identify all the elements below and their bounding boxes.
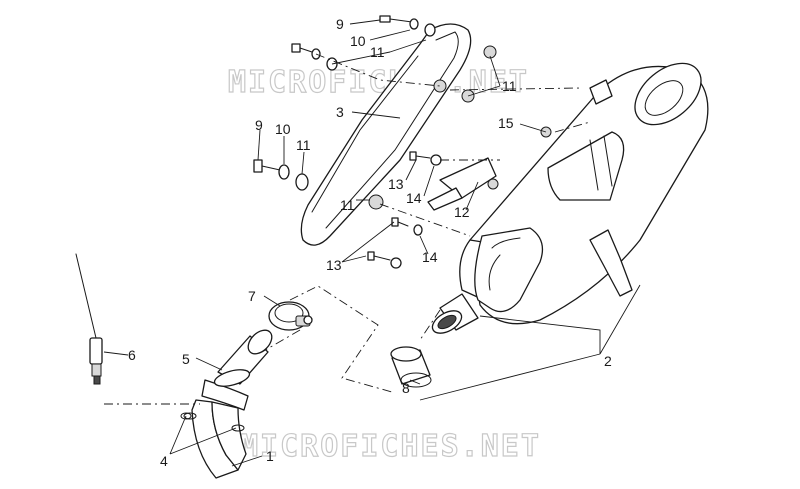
sensor-part[interactable] <box>75 253 103 385</box>
gasket-part[interactable] <box>213 326 276 390</box>
callout-15: 15 <box>498 115 514 131</box>
callout-1: 1 <box>266 448 274 464</box>
callout-14-upper: 14 <box>406 190 422 206</box>
callout-3: 3 <box>336 104 344 120</box>
callout-9-top: 9 <box>336 16 344 32</box>
callout-13-upper: 13 <box>388 176 404 192</box>
callout-2: 2 <box>604 353 612 369</box>
callout-11-right: 11 <box>502 78 517 94</box>
manifold-pipe-part[interactable] <box>183 379 249 479</box>
leader-lines <box>103 19 641 467</box>
callout-6: 6 <box>128 347 136 363</box>
callout-11-top: 11 <box>370 44 385 60</box>
callout-8: 8 <box>402 380 410 396</box>
sleeve-part[interactable] <box>390 346 432 388</box>
callout-5: 5 <box>182 351 190 367</box>
callout-10-left: 10 <box>275 121 291 137</box>
callout-7: 7 <box>248 288 256 304</box>
clamp-part[interactable] <box>268 301 313 331</box>
callouts: 9 10 11 11 3 9 10 11 15 13 14 12 11 13 1… <box>128 16 612 469</box>
callout-13-lower: 13 <box>326 257 342 273</box>
heat-guard-part[interactable] <box>300 23 472 246</box>
callout-14-lower: 14 <box>422 249 438 265</box>
muffler-part[interactable] <box>429 51 713 338</box>
callout-9-left: 9 <box>255 117 263 133</box>
callout-4: 4 <box>160 453 168 469</box>
callout-11-lower: 11 <box>340 197 355 213</box>
callout-11-left: 11 <box>296 137 311 153</box>
watermark-top: MICROFICHES.NET <box>228 65 529 100</box>
watermark-bottom: MICROFICHES.NET <box>240 429 541 464</box>
bracket-part[interactable] <box>427 157 499 211</box>
callout-10-top: 10 <box>350 33 366 49</box>
callout-12: 12 <box>454 204 470 220</box>
